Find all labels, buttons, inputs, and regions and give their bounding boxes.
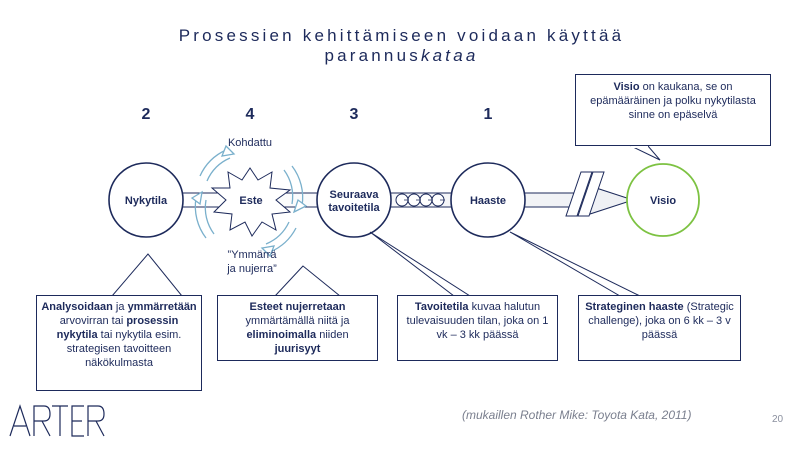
seuraava-label-line2: tavoitetila (328, 202, 380, 214)
title-line-1: Prosessien kehittämiseen voidaan käyttää (178, 26, 625, 45)
visio-callout-pointer (630, 145, 661, 161)
tavoitetila-callout-pointer (369, 231, 472, 297)
arter-logo (9, 404, 105, 437)
este-callout-pointer (273, 265, 342, 297)
nykytila-callout-bold-1: Analysoidaan (41, 301, 113, 313)
haaste-callout-text: (Strategic challenge), joka on 6 kk – 3 … (588, 301, 734, 341)
iteration-circles-icon (395, 193, 445, 207)
haaste-callout: Strateginen haaste (Strategic challenge)… (578, 295, 741, 361)
este-callout-text-2: niiden (316, 329, 349, 341)
nykytila-callout: Analysoidaan ja ymmärretään arvovirran t… (36, 295, 202, 391)
nykytila-callout-bold-3: prosessin nykytila (56, 315, 179, 341)
haaste-callout-bold: Strateginen haaste (585, 301, 684, 313)
source-citation: (mukaillen Rother Mike: Toyota Kata, 201… (462, 408, 692, 422)
nykytila-callout-text-2: arvovirran tai (59, 315, 127, 327)
este-callout-bold-1: Esteet nujerretaan (249, 301, 346, 313)
tavoitetila-callout-bold: Tavoitetila (414, 301, 469, 313)
title-line-2: parannuskataa (0, 46, 803, 66)
haaste-label: Haaste (470, 195, 506, 207)
nykytila-label: Nykytila (125, 195, 168, 207)
visio-node (626, 163, 700, 237)
haaste-callout-pointer (509, 231, 641, 297)
tavoitetila-callout: Tavoitetila kuvaa halutun tulevaisuuden … (397, 295, 558, 361)
step-number-haaste: 1 (484, 106, 493, 123)
este-callout-bold-3: juurisyyt (274, 343, 321, 355)
nykytila-callout-bold-2: ymmärretään (127, 301, 197, 313)
este-label: Este (239, 195, 262, 207)
tavoitetila-callout-text: kuvaa halutun tulevaisuuden tilan, joka … (406, 301, 549, 341)
visio-callout-text: on kaukana, se on epämääräinen ja polku … (590, 81, 756, 121)
visio-callout-bold: Visio (613, 81, 640, 93)
seuraava-label-line1: Seuraava (330, 189, 380, 201)
este-top-label: Kohdattu (228, 137, 272, 149)
break-marks-icon (565, 171, 605, 217)
step-number-seuraava: 3 (350, 106, 359, 123)
title-line-2-prefix: parannus (324, 46, 421, 65)
nykytila-callout-text-3: tai nykytila esim. strategisen tavoittee… (66, 329, 182, 369)
este-callout: Esteet nujerretaan ymmärtämällä niitä ja… (217, 295, 378, 361)
seuraava-tavoitetila-node (316, 162, 392, 238)
este-callout-bold-2: eliminoimalla (246, 329, 317, 341)
nykytila-callout-text-1: ja (112, 301, 128, 313)
haaste-node (450, 162, 526, 238)
step-number-este: 4 (246, 106, 255, 123)
este-bottom-label-line2: ja nujerra” (226, 263, 277, 275)
page-number: 20 (772, 414, 784, 425)
este-bottom-label-line1: ”Ymmärrä (228, 249, 278, 261)
step-number-nykytila: 2 (142, 106, 151, 123)
visio-callout: Visio on kaukana, se on epämääräinen ja … (575, 74, 771, 146)
circling-arrows-icon (190, 144, 308, 258)
slide-title: Prosessien kehittämiseen voidaan käyttää… (0, 26, 803, 66)
visio-label: Visio (650, 195, 676, 207)
nykytila-node (108, 162, 184, 238)
title-line-2-italic: kataa (420, 46, 479, 65)
este-callout-text-1: ymmärtämällä niitä ja (245, 315, 350, 327)
nykytila-callout-pointer (110, 253, 184, 297)
este-burst (210, 167, 292, 237)
